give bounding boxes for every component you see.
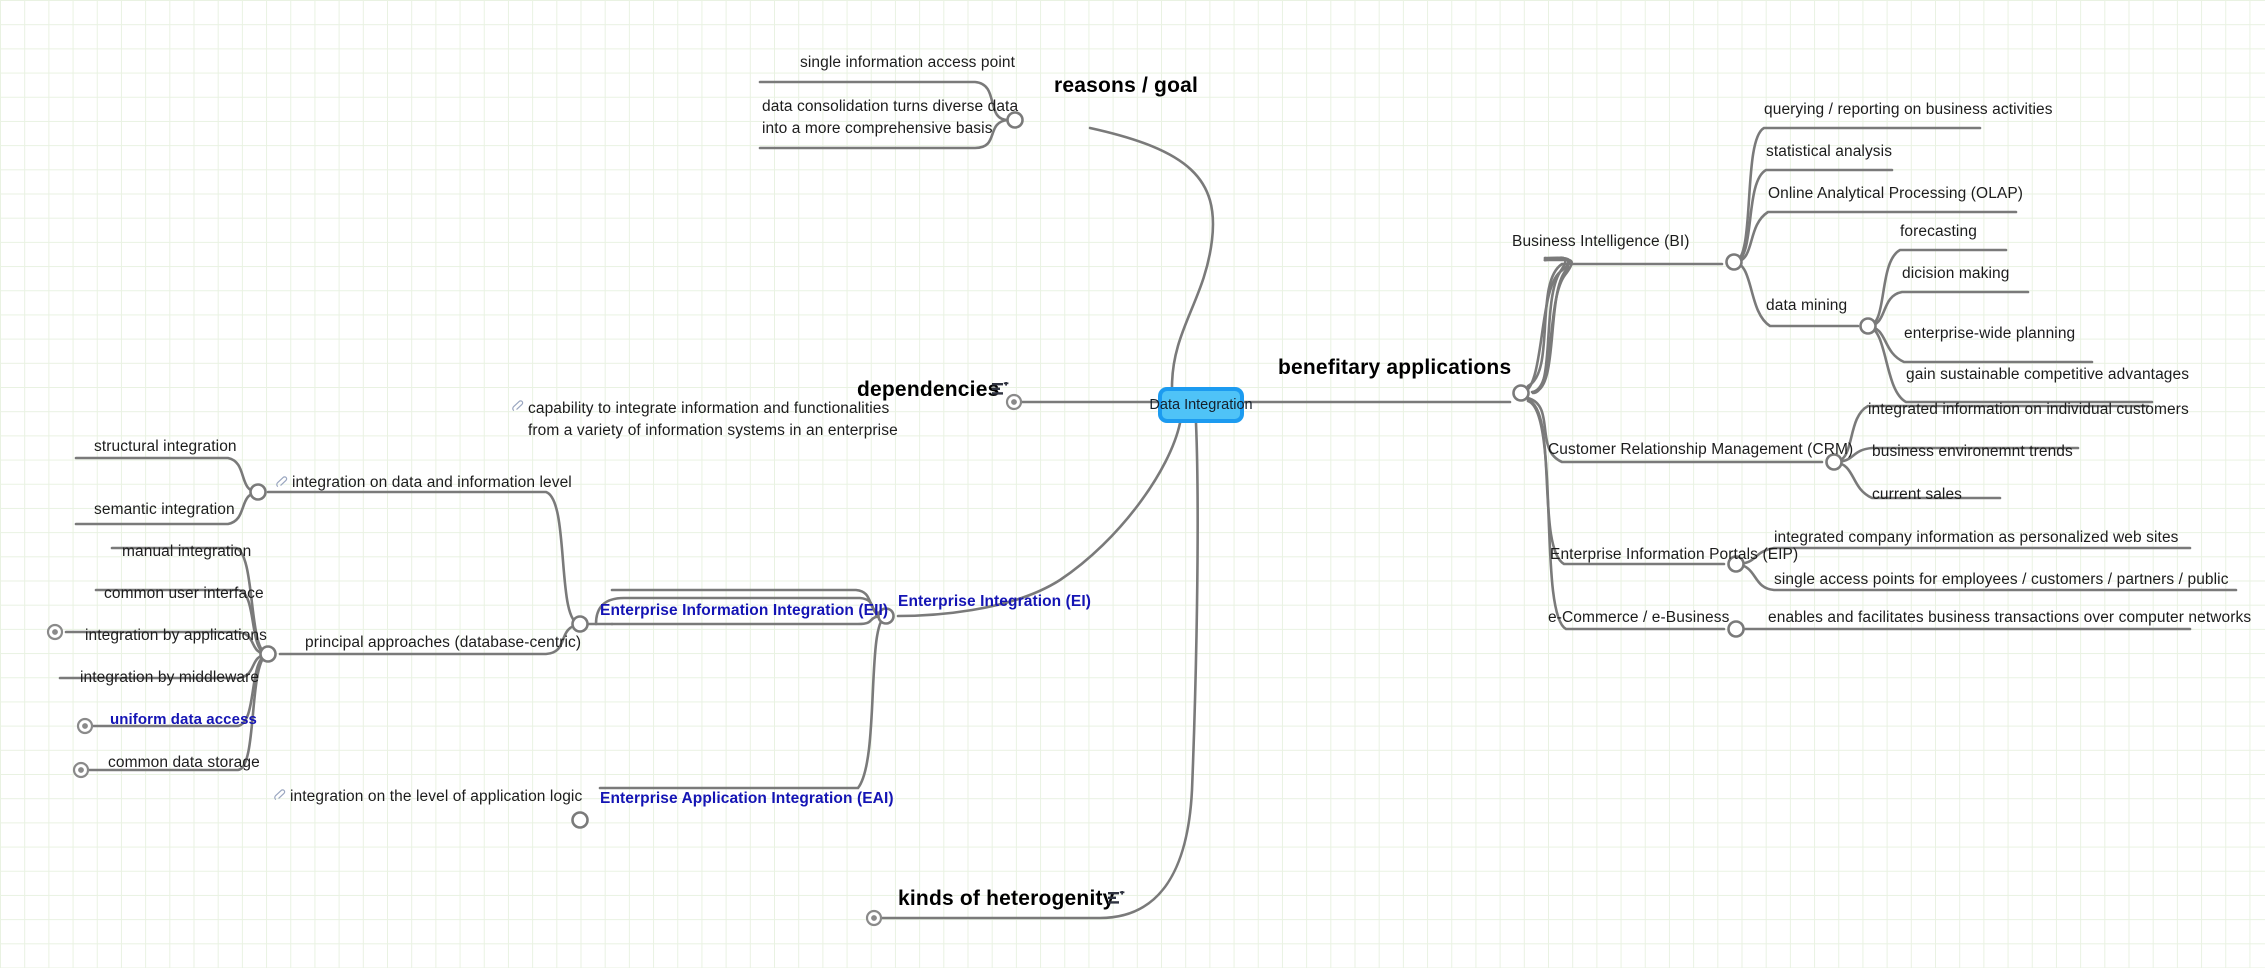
branch-title-benefitary-applications[interactable]: benefitary applications (1278, 356, 1512, 379)
hub-data-mining (1859, 317, 1877, 335)
note-dependencies[interactable]: capability to integrate information and … (528, 400, 898, 439)
note-eii-data-information-level[interactable]: integration on data and information leve… (292, 474, 572, 491)
node-principal-approaches[interactable]: principal approaches (database-centric) (305, 634, 582, 651)
leaf-manual-integration[interactable]: manual integration (122, 543, 252, 560)
leaf-forecasting[interactable]: forecasting (1900, 223, 1977, 240)
collapsed-marker-integration-applications (46, 623, 64, 641)
list-add-icon-dependencies[interactable] (992, 382, 1009, 397)
note-attachment-icon-eai (274, 789, 286, 800)
leaf-enterprise-wide-planning[interactable]: enterprise-wide planning (1904, 325, 2076, 342)
branch-title-reasons-goal[interactable]: reasons / goal (1054, 74, 1199, 97)
hub-eii (571, 615, 589, 633)
note-eai-application-logic[interactable]: integration on the level of application … (290, 788, 583, 805)
hub-bi (1725, 253, 1743, 271)
hub-ecommerce (1727, 620, 1745, 638)
root-node-label: Data Integration (1149, 391, 1253, 419)
leaf-single-access-points[interactable]: single access points for employees / cus… (1774, 571, 2229, 588)
leaf-uniform-data-access[interactable]: uniform data access (110, 711, 257, 728)
node-ecommerce[interactable]: e-Commerce / e-Business (1548, 609, 1730, 626)
collapsed-marker-common-data-storage (72, 761, 90, 779)
leaf-integration-by-applications[interactable]: integration by applications (85, 627, 267, 644)
leaf-current-sales[interactable]: current sales (1872, 486, 1963, 503)
leaf-common-user-interface[interactable]: common user interface (104, 585, 264, 602)
branch-title-kinds-of-heterogenity[interactable]: kinds of heterogenity (898, 887, 1115, 910)
leaf-semantic-integration[interactable]: semantic integration (94, 501, 235, 518)
collapsed-marker-dependencies (1005, 393, 1023, 411)
node-eii[interactable]: Enterprise Information Integration (EII) (600, 602, 889, 619)
node-eai[interactable]: Enterprise Application Integration (EAI) (600, 790, 894, 807)
collapsed-marker-kinds-heterogenity (865, 909, 883, 927)
leaf-data-consolidation[interactable]: data consolidation turns diverse data in… (762, 98, 1019, 137)
node-business-intelligence[interactable]: Business Intelligence (BI) (1512, 233, 1690, 250)
branch-title-dependencies[interactable]: dependencies (857, 378, 1000, 401)
leaf-olap[interactable]: Online Analytical Processing (OLAP) (1768, 185, 2024, 202)
root-node[interactable]: Data Integration (1149, 387, 1253, 423)
leaf-querying-reporting[interactable]: querying / reporting on business activit… (1764, 101, 2053, 118)
leaf-common-data-storage[interactable]: common data storage (108, 754, 260, 771)
hub-principal-approaches (259, 645, 277, 663)
node-eip[interactable]: Enterprise Information Portals (EIP) (1550, 546, 1799, 563)
collapsed-marker-uniform-data-access (76, 717, 94, 735)
hub-eai (571, 811, 589, 829)
leaf-structural-integration[interactable]: structural integration (94, 438, 237, 455)
note-attachment-icon-dependencies (512, 400, 524, 411)
hub-data-info-level (249, 483, 267, 501)
leaf-statistical-analysis[interactable]: statistical analysis (1766, 143, 1893, 160)
leaf-integrated-info-customers[interactable]: integrated information on individual cus… (1868, 401, 2189, 418)
leaf-business-environemnt-trends[interactable]: business environemnt trends (1872, 443, 2073, 460)
leaf-single-information-access-point[interactable]: single information access point (800, 54, 1016, 71)
leaf-enables-transactions[interactable]: enables and facilitates business transac… (1768, 609, 2252, 626)
node-data-mining[interactable]: data mining (1766, 297, 1848, 314)
leaf-personalized-web-sites[interactable]: integrated company information as person… (1774, 529, 2179, 546)
node-enterprise-integration[interactable]: Enterprise Integration (EI) (898, 593, 1092, 610)
node-crm[interactable]: Customer Relationship Management (CRM) (1548, 441, 1854, 458)
leaf-integration-by-middleware[interactable]: integration by middleware (80, 669, 260, 686)
list-add-icon-kinds-heterogenity[interactable] (1108, 891, 1125, 906)
leaf-dicision-making[interactable]: dicision making (1902, 265, 2010, 282)
hub-benefitary (1512, 384, 1530, 402)
note-attachment-icon-eii (276, 476, 288, 487)
leaf-gain-sustainable-advantages[interactable]: gain sustainable competitive advantages (1906, 366, 2190, 383)
